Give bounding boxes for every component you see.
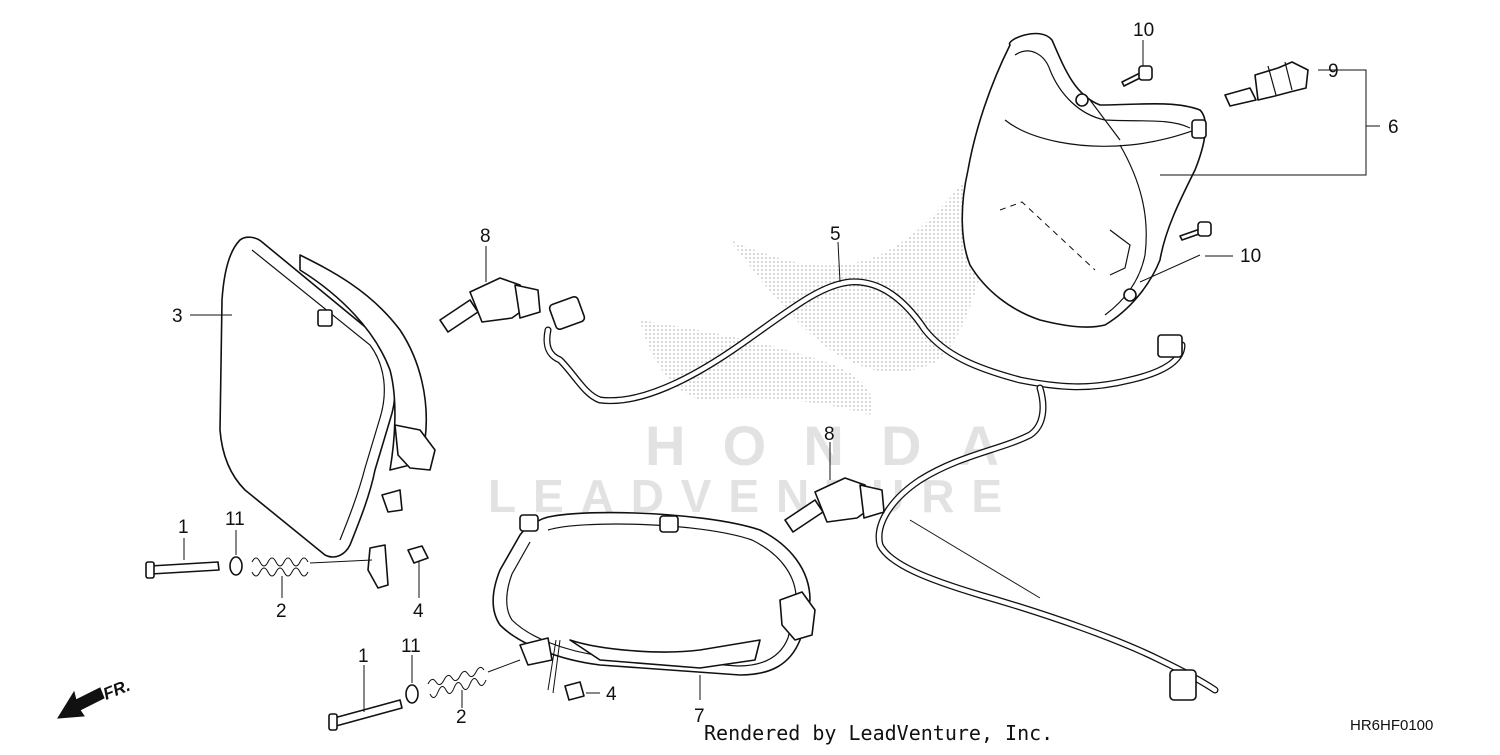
callout-1-upper: 1 xyxy=(178,517,189,538)
spring-2-upper xyxy=(251,557,309,577)
callouts: 3 8 5 8 10 9 6 10 1 11 2 4 1 11 2 4 7 xyxy=(172,20,1399,728)
headlight-7 xyxy=(492,511,816,676)
callout-4-upper: 4 xyxy=(413,601,424,622)
callout-1-lower: 1 xyxy=(358,646,369,667)
callout-3: 3 xyxy=(172,306,183,327)
callout-6: 6 xyxy=(1388,117,1399,138)
leader-lines xyxy=(183,40,1380,712)
callout-11-upper: 11 xyxy=(225,509,245,530)
headlight-bulb-8-upper xyxy=(439,277,541,333)
render-credit: Rendered by LeadVenture, Inc. xyxy=(704,721,1053,745)
callout-2-lower: 2 xyxy=(456,707,467,728)
washer-11-upper xyxy=(229,556,243,576)
screw-10-lower xyxy=(1179,221,1212,241)
wire-harness-5 xyxy=(543,278,1219,701)
drawing-code: HR6HF0100 xyxy=(1350,717,1433,734)
callout-7: 7 xyxy=(694,706,705,727)
callout-4-lower: 4 xyxy=(606,684,617,705)
callout-9: 9 xyxy=(1328,61,1339,82)
arrow-icon xyxy=(57,687,105,719)
callout-11-lower: 11 xyxy=(401,636,421,657)
callout-8-upper: 8 xyxy=(480,226,491,247)
screw-10-upper xyxy=(1121,65,1153,87)
nut-4-lower xyxy=(564,681,585,701)
front-direction-indicator: FR. xyxy=(57,676,133,719)
nut-4-upper xyxy=(407,545,429,564)
headlight-bulb-8-lower xyxy=(784,477,885,533)
washer-11-lower xyxy=(405,684,419,704)
callout-2-upper: 2 xyxy=(276,601,287,622)
callout-5: 5 xyxy=(830,224,841,245)
callout-10-lower: 10 xyxy=(1240,246,1261,267)
spring-2-lower xyxy=(427,666,487,698)
bulb-socket-9 xyxy=(1224,61,1309,107)
callout-10-upper: 10 xyxy=(1133,20,1154,41)
front-label: FR. xyxy=(100,676,133,704)
adjust-screw-1-upper xyxy=(145,561,220,579)
callout-8-lower: 8 xyxy=(824,424,835,445)
headlight-3 xyxy=(219,236,436,589)
tail-lamp-assembly xyxy=(961,32,1207,328)
adjust-screw-1-lower xyxy=(328,699,403,731)
